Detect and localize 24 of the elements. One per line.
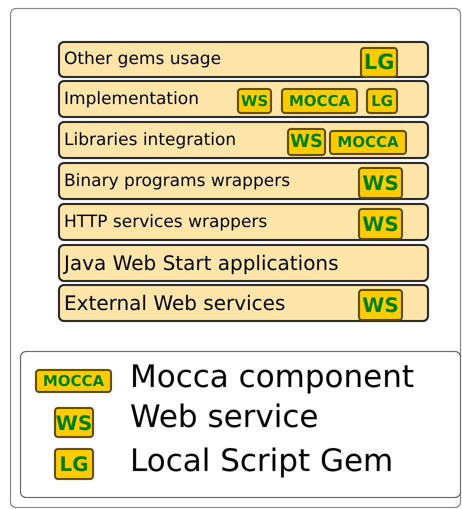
badge: WS	[358, 289, 403, 321]
badge: WS	[237, 88, 272, 114]
frame-panel	[10, 8, 461, 508]
badge: LG	[54, 448, 94, 480]
badge: MOCCA	[329, 130, 407, 155]
badge: WS	[358, 208, 403, 240]
layer-band: Other gems usage LG	[58, 41, 429, 78]
badge: MOCCA	[281, 88, 358, 114]
badge: LG	[360, 47, 398, 78]
legend-text: Web service	[130, 400, 318, 434]
badge: MOCCA	[35, 369, 112, 393]
badge: WS	[358, 167, 403, 199]
layer-band: External Web services WS	[58, 284, 429, 322]
layer-band: HTTP services wrappers WS	[58, 203, 429, 241]
badge: LG	[366, 88, 398, 114]
layer-band: Binary programs wrappers WS	[58, 162, 429, 200]
layer-band: Libraries integration WS MOCCA	[58, 121, 429, 159]
layer-band: Java Web Start applications	[58, 244, 429, 282]
legend-text: Mocca component	[130, 360, 414, 394]
badge: WS	[54, 407, 94, 438]
legend-panel	[20, 351, 461, 498]
legend-text: Local Script Gem	[130, 444, 394, 478]
layer-band: Implementation WS MOCCA LG	[58, 80, 429, 118]
badge: WS	[287, 128, 326, 156]
